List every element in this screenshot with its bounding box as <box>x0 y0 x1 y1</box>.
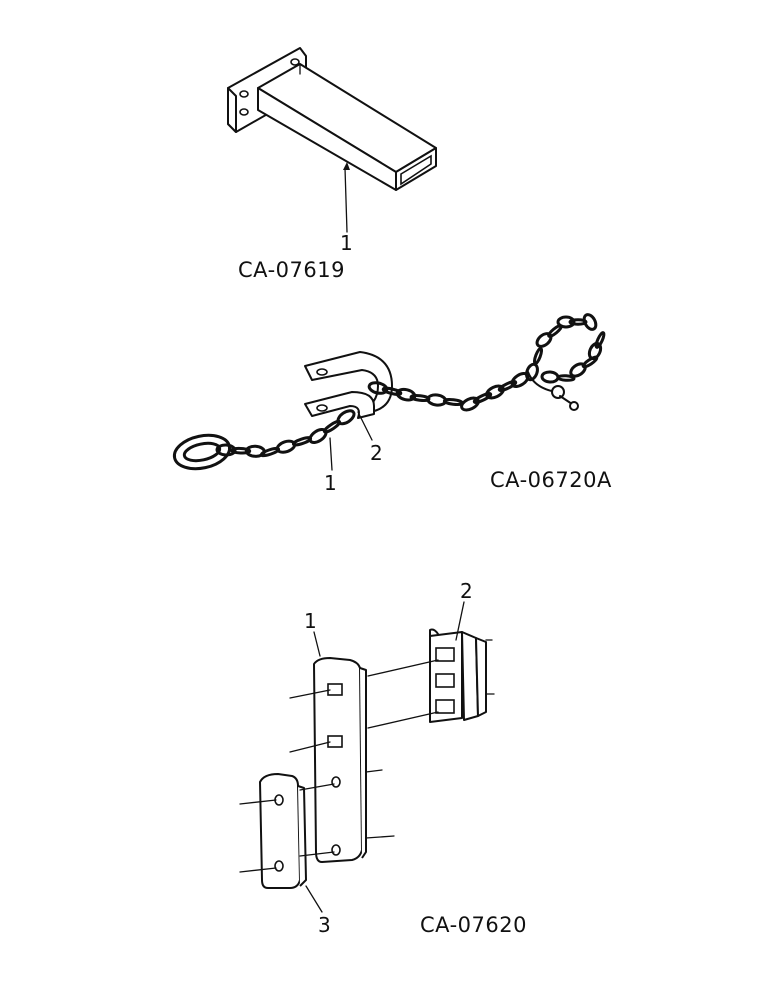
chain-end-ring <box>172 433 232 471</box>
figure-code: CA-07619 <box>238 258 345 282</box>
figure-code: CA-06720A <box>490 468 612 492</box>
callout-1: 1 <box>324 471 337 495</box>
chain-link <box>581 355 599 369</box>
chain-link <box>540 370 560 384</box>
figure-code: CA-07620 <box>420 913 527 937</box>
callout-3: 3 <box>318 913 331 937</box>
chain-link <box>594 331 606 349</box>
square-tube <box>257 63 437 191</box>
long-plate <box>313 657 367 863</box>
figure-tube-mount: 1 CA-07619 <box>227 47 437 282</box>
chain-link <box>215 443 237 457</box>
callout-leader-3 <box>305 885 323 913</box>
chain-link <box>582 313 598 331</box>
figure-plates: 1 2 3 CA-07620 <box>239 579 527 937</box>
figure-safety-chain: 1 2 CA-06720A <box>172 313 612 495</box>
callout-leader-2 <box>357 411 373 441</box>
shackle <box>527 371 579 411</box>
chain-link <box>569 362 587 378</box>
callout-leader-1 <box>329 437 333 471</box>
channel-bracket <box>429 628 495 723</box>
callout-leader-1 <box>344 167 348 233</box>
chain-link <box>532 346 544 366</box>
chain-left <box>215 409 356 458</box>
short-plate <box>259 773 307 889</box>
chain-link <box>472 392 493 404</box>
chain-loop <box>525 313 606 384</box>
callout-1: 1 <box>340 231 353 255</box>
chain-link <box>485 384 505 400</box>
chain-link <box>556 374 576 382</box>
clevis-bracket <box>304 351 393 419</box>
callout-leader-2 <box>455 601 465 641</box>
chain-link <box>381 386 403 396</box>
chain-link <box>497 380 518 392</box>
callout-leader-1 <box>313 631 321 657</box>
bolt-lines <box>239 659 439 873</box>
chain-link <box>336 409 356 426</box>
chain-link <box>275 439 297 454</box>
chain-link <box>230 446 252 455</box>
callout-2: 2 <box>460 579 473 603</box>
callout-1: 1 <box>304 609 317 633</box>
chain-link <box>556 315 576 329</box>
chain-link <box>367 381 389 395</box>
chain-link <box>442 398 464 406</box>
callout-2: 2 <box>370 441 383 465</box>
chain-link <box>460 396 480 412</box>
chain-right <box>367 372 530 412</box>
chain-link <box>291 436 313 447</box>
